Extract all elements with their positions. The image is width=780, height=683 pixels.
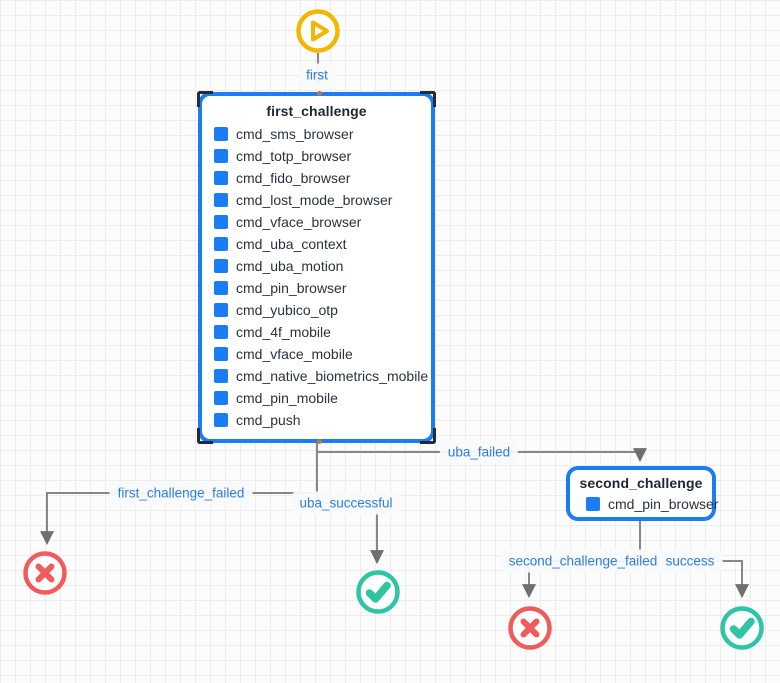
command-item: cmd_totp_browser — [202, 145, 431, 167]
end-node-failure-2[interactable] — [508, 606, 552, 650]
node-first-challenge[interactable]: first_challenge cmd_sms_browser cmd_totp… — [197, 91, 436, 444]
command-icon — [214, 391, 228, 405]
command-item: cmd_native_biometrics_mobile — [202, 365, 431, 387]
command-icon — [214, 325, 228, 339]
selection-corner-icon — [420, 428, 436, 444]
edge-label-first[interactable]: first — [298, 63, 336, 87]
command-icon — [214, 127, 228, 141]
command-item: cmd_sms_browser — [202, 123, 431, 145]
command-icon — [214, 171, 228, 185]
start-node[interactable] — [296, 9, 340, 53]
failure-x-icon — [23, 551, 67, 595]
edge-label-second-challenge-failed[interactable]: second_challenge_failed — [500, 549, 666, 573]
edge-label-uba-failed[interactable]: uba_failed — [439, 440, 519, 464]
edge-label-uba-successful[interactable]: uba_successful — [291, 491, 401, 515]
source-handle[interactable] — [317, 439, 322, 444]
failure-x-icon — [508, 606, 552, 650]
node-second-challenge[interactable]: second_challenge cmd_pin_browser — [566, 466, 719, 521]
edge-label-success[interactable]: success — [657, 549, 723, 573]
command-icon — [214, 281, 228, 295]
command-icon — [214, 413, 228, 427]
command-item: cmd_pin_browser — [570, 493, 719, 515]
command-icon — [214, 215, 228, 229]
command-icon — [214, 149, 228, 163]
node-title: first_challenge — [266, 103, 367, 119]
node-title: second_challenge — [579, 475, 703, 491]
end-node-success-1[interactable] — [356, 570, 400, 614]
command-item: cmd_pin_mobile — [202, 387, 431, 409]
command-icon — [214, 303, 228, 317]
command-item: cmd_4f_mobile — [202, 321, 431, 343]
end-node-failure-1[interactable] — [23, 551, 67, 595]
target-handle[interactable] — [317, 91, 322, 96]
command-item: cmd_yubico_otp — [202, 299, 431, 321]
command-item: cmd_lost_mode_browser — [202, 189, 431, 211]
selection-corner-icon — [197, 91, 213, 107]
selection-corner-icon — [197, 428, 213, 444]
edge-label-first-challenge-failed[interactable]: first_challenge_failed — [109, 481, 253, 505]
selection-corner-icon — [420, 91, 436, 107]
command-item: cmd_push — [202, 409, 431, 431]
command-icon — [214, 347, 228, 361]
success-check-icon — [720, 606, 764, 650]
command-icon — [586, 497, 600, 511]
success-check-icon — [356, 570, 400, 614]
command-icon — [214, 193, 228, 207]
command-icon — [214, 259, 228, 273]
command-item: cmd_fido_browser — [202, 167, 431, 189]
command-item: cmd_vface_browser — [202, 211, 431, 233]
command-item: cmd_uba_motion — [202, 255, 431, 277]
command-icon — [214, 237, 228, 251]
play-icon — [296, 9, 340, 53]
end-node-success-2[interactable] — [720, 606, 764, 650]
command-item: cmd_vface_mobile — [202, 343, 431, 365]
command-icon — [214, 369, 228, 383]
command-item: cmd_uba_context — [202, 233, 431, 255]
command-item: cmd_pin_browser — [202, 277, 431, 299]
